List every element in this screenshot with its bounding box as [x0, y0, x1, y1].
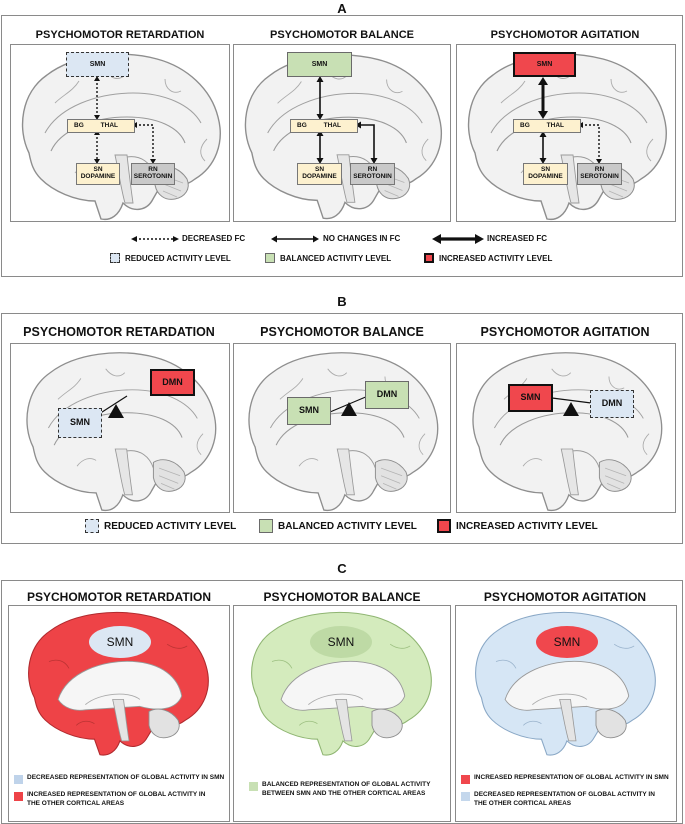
b2-smn-box: SMN — [287, 397, 331, 425]
a1-bg-thal-box: BG THAL — [67, 119, 135, 133]
cortex-illustration — [28, 612, 209, 756]
balanced-swatch — [249, 782, 258, 791]
increased-swatch — [424, 253, 434, 263]
c-panel-agitation: SMN INCREASED REPRESENTATION OF GLOBAL A… — [455, 605, 677, 822]
a2-sn-dopamine-box: SN DOPAMINE — [297, 163, 342, 185]
a2-smn-box: SMN — [287, 52, 352, 77]
a-panel1-title: PSYCHOMOTOR RETARDATION — [35, 29, 205, 41]
b1-smn-box: SMN — [58, 408, 102, 438]
a1-rn-serotonin-box: RN SEROTONIN — [131, 163, 175, 185]
b3-connections — [551, 397, 600, 416]
cortex-illustration — [475, 612, 656, 756]
legend-increased-label: INCREASED ACTIVITY LEVEL — [456, 520, 598, 532]
increased-swatch — [461, 775, 470, 784]
a-panel2-title: PSYCHOMOTOR BALANCE — [269, 29, 415, 41]
increased-swatch — [437, 519, 451, 533]
c-panel3-title: PSYCHOMOTOR AGITATION — [483, 590, 647, 604]
a2-rn-serotonin-box: RN SEROTONIN — [350, 163, 395, 185]
section-b-letter: B — [337, 294, 347, 309]
a1-smn-box: SMN — [66, 52, 129, 77]
b1-connections — [84, 395, 128, 424]
c2-legend: BALANCED REPRESENTATION OF GLOBAL ACTIVI… — [262, 781, 447, 799]
b-panel1-title: PSYCHOMOTOR RETARDATION — [23, 325, 215, 339]
c1-legend-smn: DECREASED REPRESENTATION OF GLOBAL ACTIV… — [27, 774, 225, 781]
c3-smn-ellipse: SMN — [536, 626, 598, 658]
b-legend-reduced: REDUCED ACTIVITY LEVEL — [85, 519, 236, 533]
b-panel-agitation: SMN DMN — [456, 343, 676, 513]
a1-sn-dopamine-box: SN DOPAMINE — [76, 163, 120, 185]
reduced-swatch — [85, 519, 99, 533]
a-panel-retardation: SMN BG THAL SN DOPAMINE RN SEROTONIN — [10, 44, 230, 222]
b2-connections — [329, 395, 369, 416]
b-panel2-title: PSYCHOMOTOR BALANCE — [260, 325, 424, 339]
c2-legend-line2: BETWEEN SMN AND THE OTHER CORTICAL AREAS — [262, 789, 426, 797]
balanced-swatch — [265, 253, 275, 263]
increased-swatch — [14, 792, 23, 801]
c3-legend-cortex: DECREASED REPRESENTATION OF GLOBAL ACTIV… — [474, 791, 674, 809]
c-panel1-title: PSYCHOMOTOR RETARDATION — [26, 590, 211, 604]
legend-decreased-fc: DECREASED FC — [182, 234, 246, 243]
b2-dmn-box: DMN — [365, 381, 409, 409]
c3-legend-smn: INCREASED REPRESENTATION OF GLOBAL ACTIV… — [474, 774, 669, 781]
a-legend-increased: INCREASED ACTIVITY LEVEL — [424, 253, 552, 263]
balanced-swatch — [259, 519, 273, 533]
legend-no-changes-fc: NO CHANGES IN FC — [323, 234, 401, 243]
a2-bg-thal-box: BG THAL — [290, 119, 358, 133]
b-legend-increased: INCREASED ACTIVITY LEVEL — [437, 519, 598, 533]
legend-balanced-label: BALANCED ACTIVITY LEVEL — [280, 253, 392, 263]
b-panel3-title: PSYCHOMOTOR AGITATION — [480, 325, 650, 339]
a-legend-balanced: BALANCED ACTIVITY LEVEL — [265, 253, 391, 263]
c3-legend-cortex-line2: THE OTHER CORTICAL AREAS — [474, 799, 572, 807]
c-panel-retardation: SMN DECREASED REPRESENTATION OF GLOBAL A… — [8, 605, 230, 822]
b-panel-retardation: SMN DMN — [10, 343, 230, 513]
a3-smn-box: SMN — [513, 52, 576, 77]
a3-thal-label: THAL — [546, 121, 564, 129]
solid-arrow-icon — [271, 235, 319, 243]
c3-legend-cortex-line1: DECREASED REPRESENTATION OF GLOBAL ACTIV… — [474, 791, 655, 798]
legend-reduced-label: REDUCED ACTIVITY LEVEL — [104, 520, 237, 532]
decreased-swatch — [461, 792, 470, 801]
dashed-arrow-icon — [131, 236, 179, 242]
b3-dmn-box: DMN — [590, 390, 634, 418]
section-a-letter: A — [337, 1, 347, 16]
b-legend-balanced: BALANCED ACTIVITY LEVEL — [259, 519, 417, 533]
c2-legend-line1: BALANCED REPRESENTATION OF GLOBAL ACTIVI… — [262, 781, 431, 788]
a3-sn-dopamine-box: SN DOPAMINE — [523, 163, 568, 185]
cortex-illustration — [251, 612, 432, 756]
a3-rn-serotonin-box: RN SEROTONIN — [577, 163, 622, 185]
a-legend-reduced: REDUCED ACTIVITY LEVEL — [110, 253, 231, 263]
a-panel3-title: PSYCHOMOTOR AGITATION — [490, 29, 640, 41]
c-panel-balance: SMN BALANCED REPRESENTATION OF GLOBAL AC… — [233, 605, 451, 822]
a2-thal-label: THAL — [323, 121, 341, 129]
c1-legend-cortex-line1: INCREASED REPRESENTATION OF GLOBAL ACTIV… — [27, 791, 206, 798]
c1-smn-ellipse: SMN — [89, 626, 151, 658]
b1-dmn-box: DMN — [150, 369, 195, 396]
a-fc-legend: DECREASED FC NO CHANGES IN FC INCREASED … — [130, 232, 650, 246]
section-c-letter: C — [337, 561, 347, 576]
legend-increased-label: INCREASED ACTIVITY LEVEL — [439, 253, 553, 263]
a1-bg-label: BG — [74, 121, 84, 129]
a1-thal-label: THAL — [100, 121, 118, 129]
a3-bg-thal-box: BG THAL — [513, 119, 581, 133]
legend-increased-fc: INCREASED FC — [487, 234, 548, 243]
b3-smn-box: SMN — [508, 384, 553, 412]
a2-bg-label: BG — [297, 121, 307, 129]
a3-bg-label: BG — [520, 121, 530, 129]
reduced-swatch — [110, 253, 120, 263]
a-panel-agitation: SMN BG THAL SN DOPAMINE RN SEROTONIN — [456, 44, 676, 222]
legend-balanced-label: BALANCED ACTIVITY LEVEL — [278, 520, 417, 532]
c1-legend-cortex: INCREASED REPRESENTATION OF GLOBAL ACTIV… — [27, 791, 227, 809]
c1-legend-cortex-line2: THE OTHER CORTICAL AREAS — [27, 799, 125, 807]
decreased-swatch — [14, 775, 23, 784]
a-panel-balance: SMN BG THAL SN DOPAMINE RN SEROTONIN — [233, 44, 451, 222]
thick-arrow-icon — [432, 234, 484, 244]
c2-smn-ellipse: SMN — [310, 626, 372, 658]
legend-reduced-label: REDUCED ACTIVITY LEVEL — [125, 253, 231, 263]
c-panel2-title: PSYCHOMOTOR BALANCE — [263, 590, 421, 604]
b-panel-balance: SMN DMN — [233, 343, 451, 513]
